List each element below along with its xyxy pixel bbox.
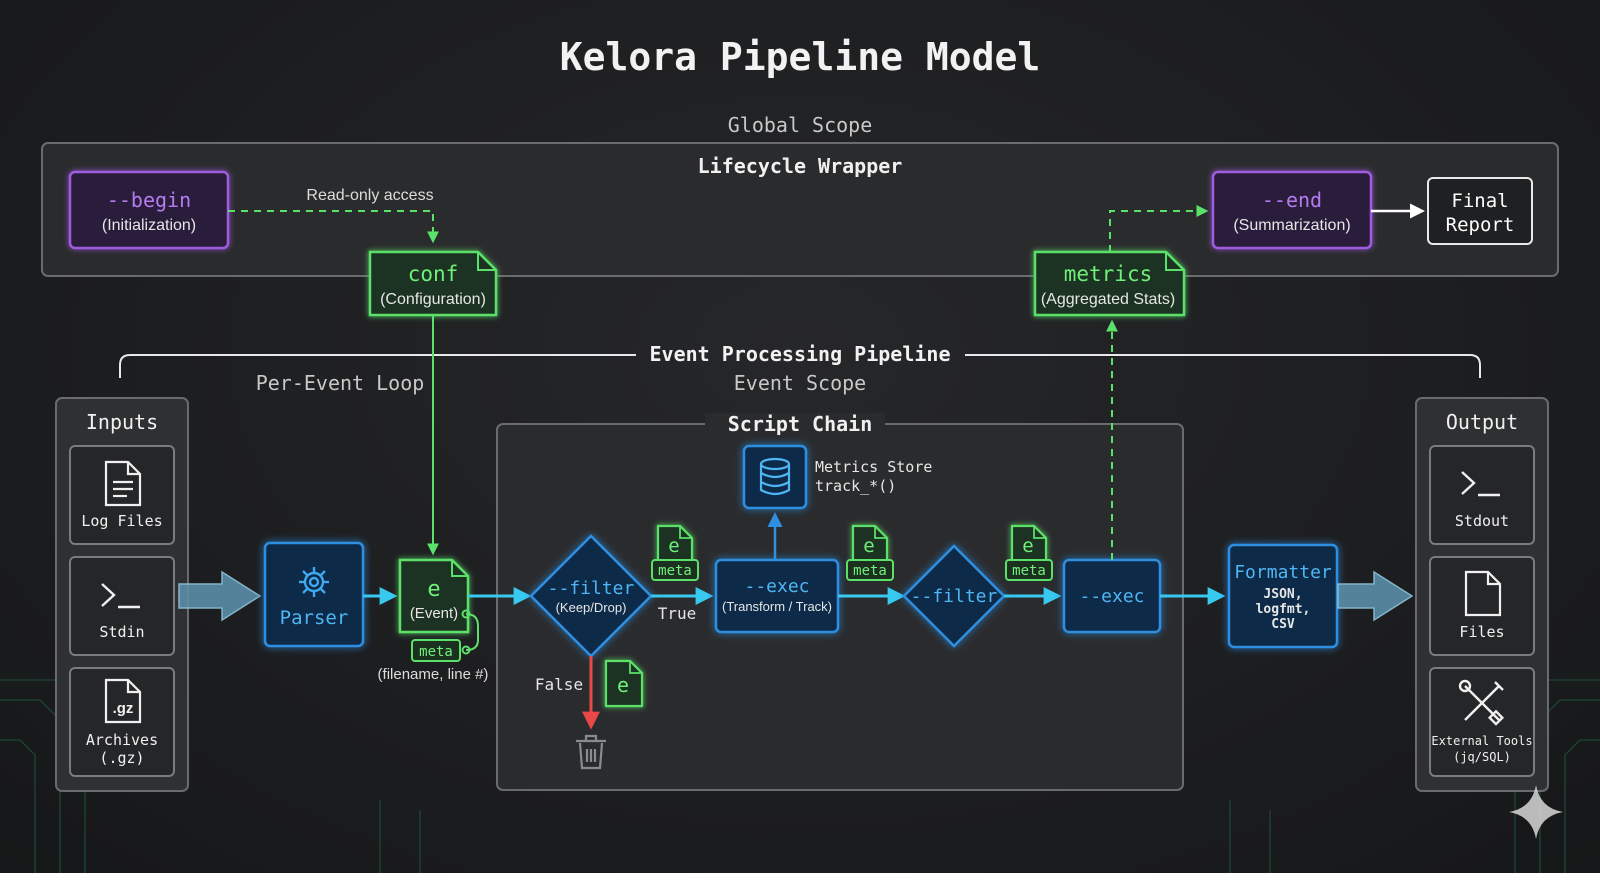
pipeline-bracket [119, 354, 1481, 378]
conf-desc: (Configuration) [380, 291, 486, 308]
database-icon [759, 457, 791, 496]
final-report-line1: Final [1451, 190, 1508, 212]
exec1-desc: (Transform / Track) [722, 599, 832, 614]
input-log-files-label: Log Files [81, 512, 162, 530]
event-meta-doc-2-e: e [863, 535, 874, 557]
metrics-label: metrics [1064, 262, 1153, 286]
final-report-node: Final Report [1427, 177, 1533, 245]
input-archives-label: Archives [86, 731, 158, 749]
sparkle-icon [1509, 785, 1563, 839]
output-stdout-label: Stdout [1455, 512, 1509, 530]
dropped-event-doc: e [604, 659, 644, 708]
event-meta-doc-1: e meta [651, 524, 699, 581]
read-only-label: Read-only access [306, 187, 433, 204]
lifecycle-wrapper-label: Lifecycle Wrapper [698, 154, 903, 178]
event-node: e (Event) [398, 558, 470, 634]
metrics-node: metrics (Aggregated Stats) [1033, 250, 1186, 317]
begin-label: --begin [107, 188, 191, 212]
exec1-label: --exec [744, 576, 809, 597]
formatter-label: Formatter [1234, 562, 1332, 583]
gear-icon [299, 567, 329, 597]
output-panel: Output Stdout Files External Tools (jq/S… [1415, 397, 1549, 792]
formatter-node: Formatter JSON, logfmt, CSV [1227, 543, 1339, 649]
pipeline-title: Event Processing Pipeline [649, 342, 950, 366]
event-meta-doc-3-e: e [1022, 535, 1033, 557]
output-files [1429, 556, 1535, 656]
conf-label: conf [408, 262, 459, 286]
gz-icon-text: .gz [113, 700, 134, 717]
formatter-json: JSON, [1263, 587, 1302, 602]
inputs-to-parser-arrow [178, 570, 262, 622]
inputs-title: Inputs [86, 410, 158, 434]
filter2-node: --filter [902, 544, 1006, 648]
false-label: False [535, 675, 583, 694]
formatter-to-output-arrow [1337, 570, 1414, 622]
metrics-store-label: Metrics Store [815, 458, 932, 476]
circuit-traces [0, 659, 1600, 873]
meta-tag: meta [411, 639, 461, 662]
final-report-line2: Report [1446, 214, 1515, 236]
filter1-label: --filter [548, 578, 635, 599]
output-external-tools [1429, 667, 1535, 777]
per-event-loop-label: Per-Event Loop [256, 371, 425, 395]
filter1-node: --filter (Keep/Drop) [529, 534, 653, 658]
exec1-node: --exec (Transform / Track) [714, 558, 840, 634]
event-meta-doc-3-meta: meta [1012, 563, 1046, 579]
metrics-to-end-arrow [1109, 205, 1209, 252]
event-meta-doc-1-meta: meta [658, 563, 692, 579]
metrics-desc: (Aggregated Stats) [1041, 291, 1175, 308]
terminal-icon [1461, 471, 1500, 497]
input-archives-sub: (.gz) [99, 749, 144, 767]
end-node: --end (Summarization) [1211, 170, 1373, 250]
filter2-label: --filter [911, 586, 998, 607]
true-label: True [658, 604, 697, 623]
formatter-logfmt: logfmt, [1256, 602, 1311, 617]
meta-tag-label: meta [419, 644, 453, 660]
begin-desc: (Initialization) [102, 217, 196, 234]
output-files-label: Files [1459, 623, 1504, 641]
meta-desc: (filename, line #) [378, 666, 489, 683]
end-desc: (Summarization) [1233, 217, 1350, 234]
dropped-event-label: e [617, 673, 629, 697]
output-title: Output [1446, 410, 1518, 434]
archive-file-icon [104, 678, 142, 724]
exec2-node: --exec [1062, 558, 1162, 634]
lifecycle-wrapper-box [41, 142, 1559, 277]
output-external-tools-label: External Tools [1431, 734, 1532, 748]
inputs-panel: Inputs Log Files Stdin .gz Archives (.gz… [55, 397, 189, 792]
event-meta-doc-3: e meta [1005, 524, 1053, 581]
tools-icon [1458, 679, 1505, 726]
begin-node: --begin (Initialization) [68, 170, 230, 250]
metrics-store-node: Metrics Store track_*() [742, 444, 932, 510]
meta-connector [465, 613, 479, 651]
document-icon [104, 460, 142, 507]
input-stdin-label: Stdin [99, 623, 144, 641]
begin-to-conf-arrow [228, 210, 439, 244]
event-meta-doc-2: e meta [846, 524, 894, 581]
exec2-label: --exec [1079, 586, 1144, 607]
event-label: e [427, 577, 440, 602]
parser-label: Parser [280, 607, 349, 629]
script-chain-label: Script Chain [728, 412, 873, 436]
filter1-desc: (Keep/Drop) [556, 600, 627, 615]
parser-node: Parser [263, 541, 365, 648]
output-external-tools-sub: (jq/SQL) [1453, 750, 1511, 764]
event-scope-label: Event Scope [734, 371, 866, 395]
trash-icon [576, 734, 606, 770]
event-desc: (Event) [410, 605, 458, 622]
terminal-icon [101, 583, 140, 609]
formatter-csv: CSV [1271, 617, 1295, 632]
page-title: Kelora Pipeline Model [560, 35, 1040, 79]
global-scope-label: Global Scope [728, 113, 873, 137]
conf-node: conf (Configuration) [368, 250, 498, 317]
event-meta-doc-1-e: e [668, 535, 679, 557]
metrics-store-fn: track_*() [815, 477, 896, 495]
event-meta-doc-2-meta: meta [853, 563, 887, 579]
end-label: --end [1262, 188, 1322, 212]
file-icon [1464, 570, 1502, 617]
